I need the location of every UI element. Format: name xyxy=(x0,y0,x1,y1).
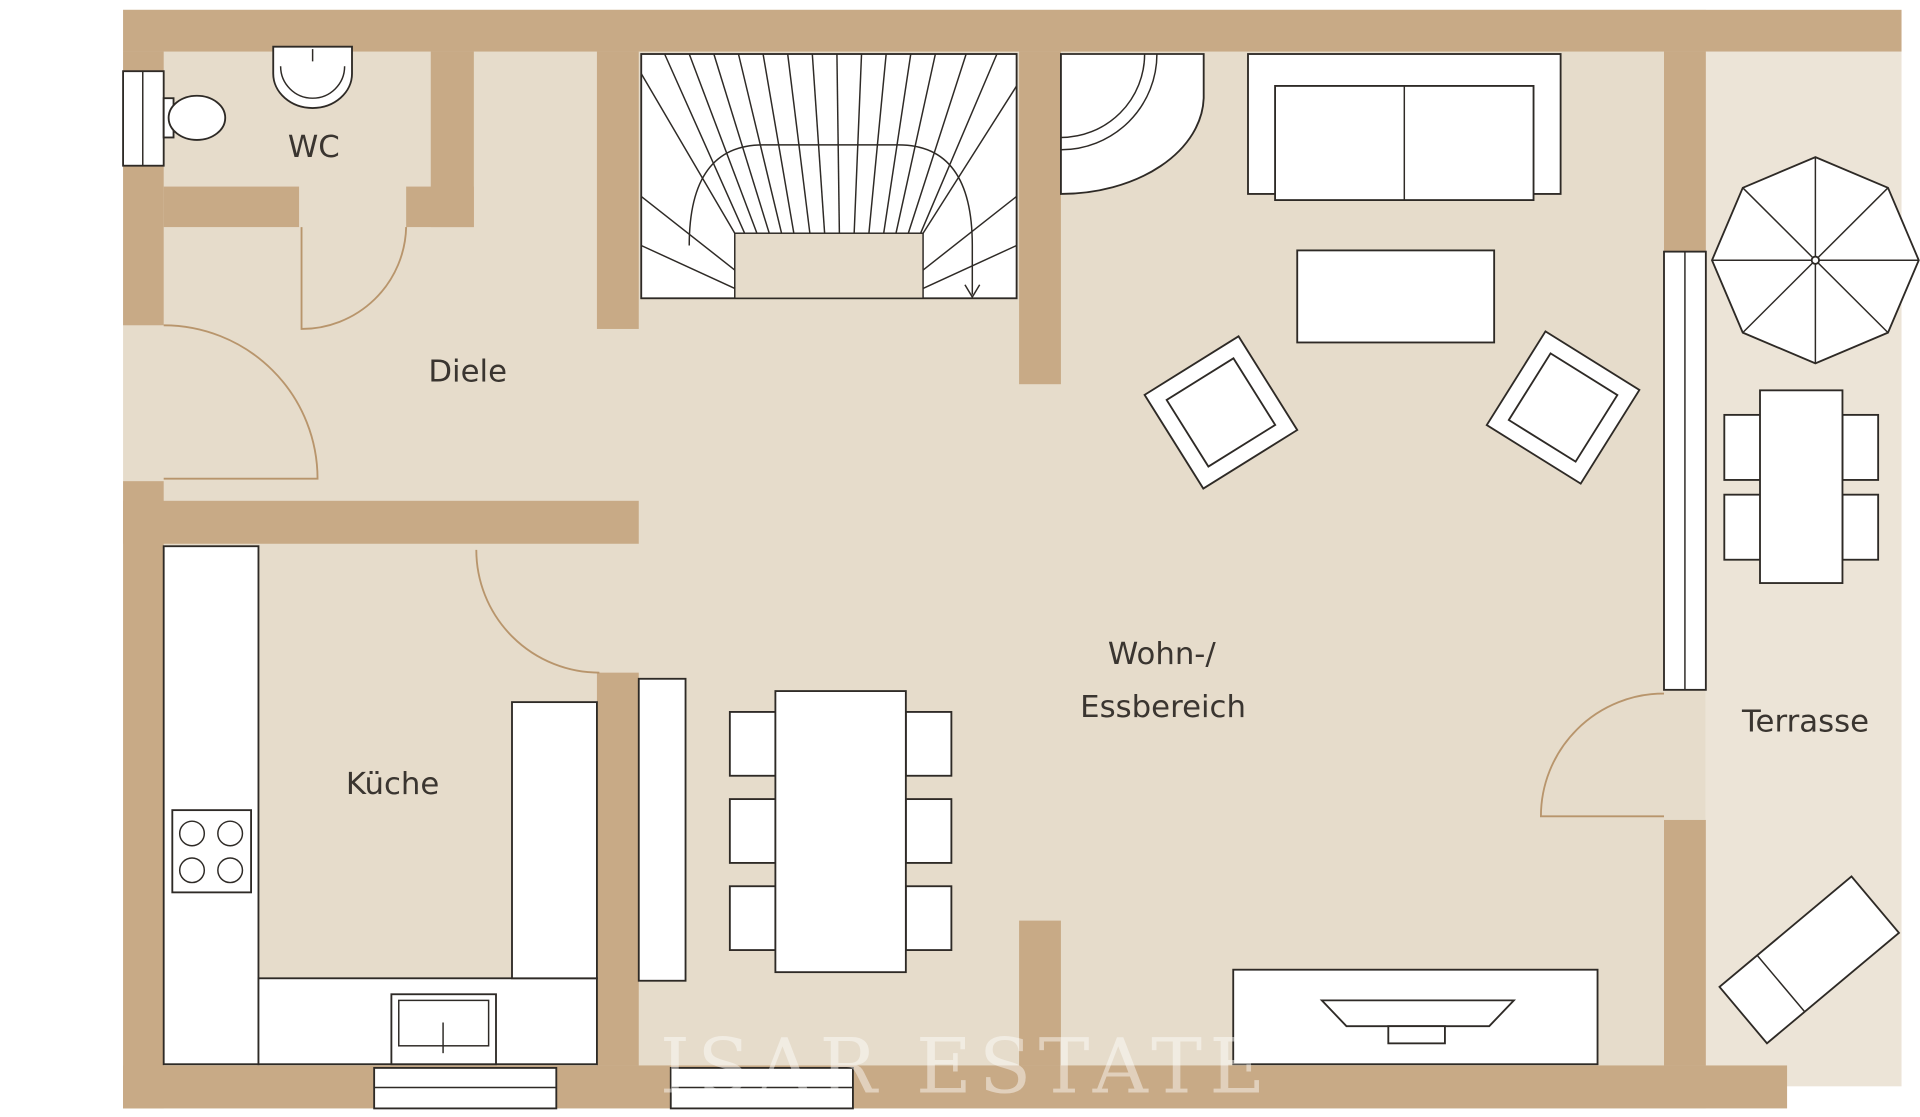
walls xyxy=(123,9,1902,1109)
doors xyxy=(163,227,1665,818)
sideboard-icon xyxy=(637,677,687,982)
dining-table-icon xyxy=(728,690,953,974)
sun-lounger-icon xyxy=(1718,875,1901,1045)
sofa-icon xyxy=(1247,53,1562,201)
armchair-right-icon xyxy=(1485,330,1641,485)
hob-icon xyxy=(171,809,252,894)
watermark: ISAR ESTATE xyxy=(660,1022,1273,1111)
staircase-icon xyxy=(640,53,1018,300)
toilet-icon xyxy=(162,94,227,141)
sink-icon xyxy=(390,993,497,1066)
room-label-diele: Diele xyxy=(428,354,507,390)
room-label-terrasse: Terrasse xyxy=(1741,704,1869,740)
room-label-kueche: Küche xyxy=(346,766,439,802)
room-label-essbereich: Essbereich xyxy=(1080,689,1246,725)
coffee-table-icon xyxy=(1296,249,1496,344)
corner-seat-icon xyxy=(1060,53,1205,195)
windows xyxy=(122,70,1707,1110)
room-label-wohn: Wohn-/ xyxy=(1108,636,1217,672)
tv-sideboard-icon xyxy=(1232,968,1599,1066)
terrace-table-icon xyxy=(1723,389,1880,584)
room-label-wc: WC xyxy=(288,129,340,165)
washbasin-icon xyxy=(272,45,353,109)
parasol-icon xyxy=(1710,156,1920,365)
armchair-left-icon xyxy=(1143,335,1299,490)
kitchen-counter-icon xyxy=(162,545,598,1066)
